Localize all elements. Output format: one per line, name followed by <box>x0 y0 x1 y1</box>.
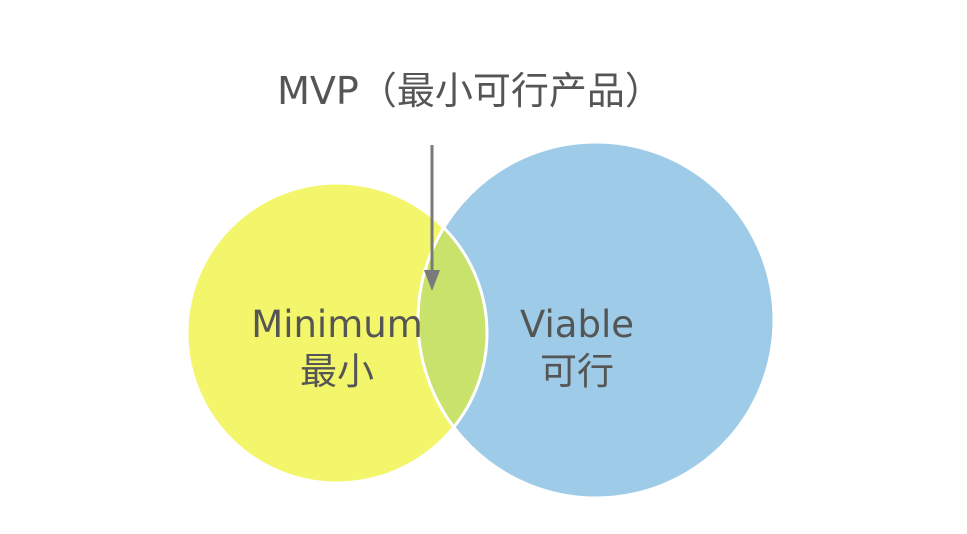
viable-label-en: Viable <box>520 303 634 346</box>
diagram-title: MVP（最小可行产品） <box>277 69 663 113</box>
minimum-label-en: Minimum <box>251 303 422 346</box>
viable-circle-edge <box>416 140 776 500</box>
minimum-circle <box>187 183 487 483</box>
minimum-label-zh: 最小 <box>300 350 374 393</box>
viable-label-zh: 可行 <box>540 350 614 393</box>
arrow-head <box>424 270 440 291</box>
viable-circle <box>418 142 774 498</box>
minimum-circle-edge <box>185 181 489 485</box>
